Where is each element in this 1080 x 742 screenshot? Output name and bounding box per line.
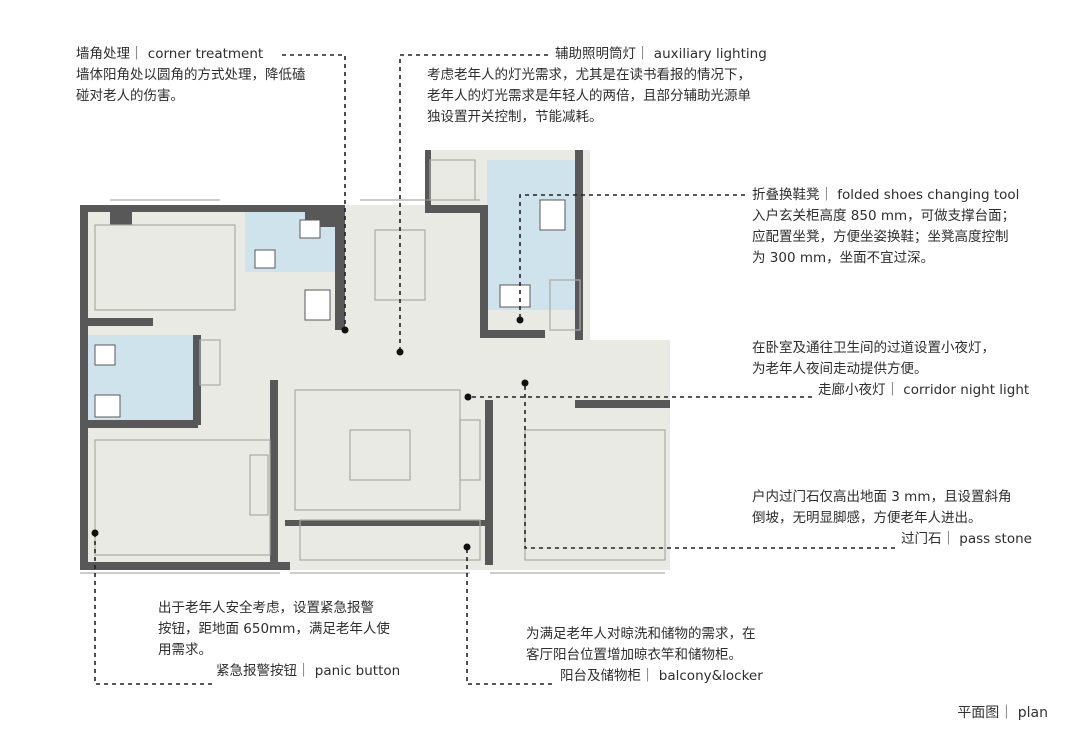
walls (80, 150, 670, 570)
corner-treatment-body: 墙体阳角处以圆角的方式处理，降低磕 碰对老人的伤害。 (76, 67, 306, 104)
auxiliary-lighting-body: 考虑老年人的灯光需求，尤其是在读书看报的情况下， 老年人的灯光需求是年轻人的两倍… (427, 67, 751, 125)
night-light-annotation: 在卧室及通往卫生间的过道设置小夜灯， 为老年人夜间走动提供方便。 走廊小夜灯｜ … (752, 338, 1029, 401)
panic-button-title: 紧急报警按钮｜ panic button (216, 663, 401, 679)
shoes-changing-body: 入户玄关柜高度 850 mm，可做支撑台面； 应配置坐凳，方便坐姿换鞋；坐凳高度… (752, 208, 1016, 266)
auxiliary-lighting-title: 辅助照明筒灯｜ auxiliary lighting (555, 46, 767, 62)
balcony-locker-body: 为满足老年人对晾洗和储物的需求，在 客厅阳台位置增加晾衣竿和储物柜。 (526, 626, 756, 663)
panic-button-annotation: 出于老年人安全考虑，设置紧急报警 按钮，距地面 650mm，满足老年人使 用需求… (158, 598, 400, 682)
pass-stone-annotation: 户内过门石仅高出地面 3 mm，且设置斜角 倒坡，无明显脚感，方便老年人进出。 … (752, 487, 1032, 550)
furniture (94, 159, 666, 561)
night-light-title: 走廊小夜灯｜ corridor night light (818, 382, 1030, 398)
balcony-locker-annotation: 为满足老年人对晾洗和储物的需求，在 客厅阳台位置增加晾衣竿和储物柜。 阳台及储物… (526, 624, 763, 687)
pass-stone-title: 过门石｜ pass stone (901, 531, 1032, 547)
leader-lines (94, 54, 895, 685)
auxiliary-lighting-annotation: 辅助照明筒灯｜ auxiliary lighting 考虑老年人的灯光需求，尤其… (427, 44, 767, 128)
corner-treatment-annotation: 墙角处理｜ corner treatment 墙体阳角处以圆角的方式处理，降低磕… (76, 44, 306, 107)
balcony-locker-title: 阳台及储物柜｜ balcony&locker (560, 668, 763, 684)
fixtures (94, 199, 566, 418)
pass-stone-body: 户内过门石仅高出地面 3 mm，且设置斜角 倒坡，无明显脚感，方便老年人进出。 (752, 489, 1012, 526)
shoes-changing-title: 折叠换鞋凳｜ folded shoes changing tool (752, 187, 1020, 203)
night-light-body: 在卧室及通往卫生间的过道设置小夜灯， 为老年人夜间走动提供方便。 (752, 340, 995, 377)
plan-caption: 平面图｜ plan (957, 705, 1048, 721)
corner-treatment-title: 墙角处理｜ corner treatment (76, 46, 264, 62)
panic-button-body: 出于老年人安全考虑，设置紧急报警 按钮，距地面 650mm，满足老年人使 用需求… (158, 600, 390, 658)
marker-dots (91, 316, 529, 551)
shoes-changing-annotation: 折叠换鞋凳｜ folded shoes changing tool 入户玄关柜高… (752, 185, 1019, 269)
